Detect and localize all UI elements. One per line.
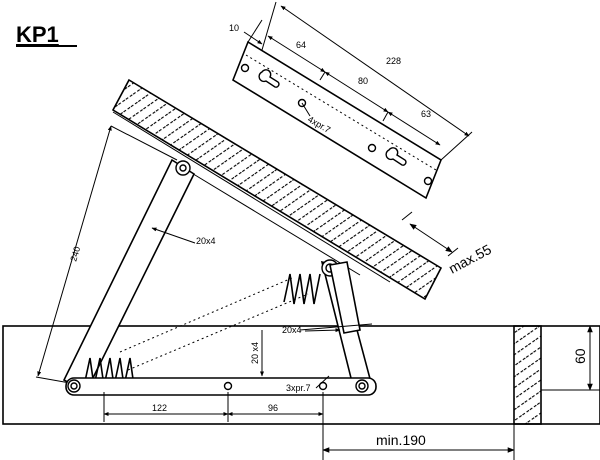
main-arm: [62, 158, 196, 394]
dim-64: 64: [296, 40, 306, 50]
dim-96: 96: [268, 403, 278, 413]
plate-dimension-lines: [243, 1, 473, 161]
dim-vertical-section: 20 x4: [250, 342, 260, 364]
dim-63: 63: [421, 109, 431, 119]
dim-60: 60: [572, 348, 588, 364]
lower-bar: [329, 261, 361, 334]
height-60-dimension: [541, 325, 600, 391]
dim-max-55: max.55: [446, 241, 494, 277]
dim-80: 80: [358, 76, 368, 86]
dim-10: 10: [229, 23, 239, 33]
lower-arm-section-leader: [304, 328, 341, 333]
plate-hole: [423, 176, 433, 186]
lid-arm-plate: [189, 171, 361, 276]
lid-guide-line: [112, 111, 391, 283]
dim-base-holes: 3xpr.7: [286, 383, 311, 393]
arm-pivot-top-inner: [179, 164, 187, 172]
base-hole-left-inner: [70, 382, 78, 390]
plate-hole: [240, 63, 250, 73]
base-hole-right: [318, 381, 328, 391]
arm-section-leader: [151, 227, 196, 244]
base-holes-leader: [315, 375, 330, 389]
dim-122: 122: [152, 403, 167, 413]
base-hole-middle: [223, 381, 233, 391]
lower-bar-ref: [299, 323, 373, 331]
spring-dashed-1: [119, 277, 293, 353]
side-panel-hatched: [513, 325, 542, 425]
dim-arm-section: 20x4: [196, 236, 216, 246]
base-bar: [65, 377, 377, 396]
dim-240: 240: [68, 245, 82, 262]
plate-hole: [367, 143, 377, 153]
spring-upper: [283, 273, 321, 305]
keyhole-slot: [385, 147, 407, 166]
lid-board: [111, 78, 443, 301]
spring-dashed-2: [127, 293, 309, 371]
dim-min-190: min.190: [376, 432, 426, 448]
min-190-dimension: [322, 424, 515, 460]
arm-length-dimension: [35, 125, 178, 384]
max-55-dimension: [401, 211, 459, 257]
drawing-title: KP1: [16, 22, 59, 47]
dim-lower-arm-section: 20x4: [282, 325, 302, 335]
spring-lower: [83, 357, 135, 387]
base-board: [2, 325, 600, 425]
bottom-dimension-lines: [103, 392, 324, 460]
dim-228: 228: [386, 56, 401, 66]
base-hole-end-inner: [358, 382, 366, 390]
